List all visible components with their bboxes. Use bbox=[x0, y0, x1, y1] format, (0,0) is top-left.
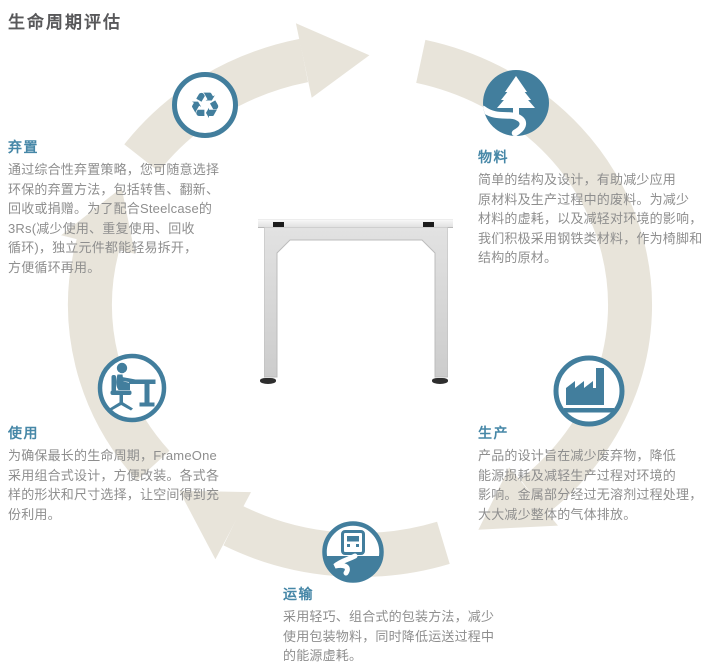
product-image bbox=[256, 217, 456, 389]
stage-heading-use: 使用 bbox=[8, 425, 39, 441]
stage-use: 使用 为确保最长的生命周期，FrameOne 采用组合式设计，方便改装。各式各 … bbox=[8, 423, 254, 524]
stage-body-use: 为确保最长的生命周期，FrameOne 采用组合式设计，方便改装。各式各 样的形… bbox=[8, 448, 220, 522]
stage-heading-production: 生产 bbox=[478, 425, 509, 441]
stage-body-production: 产品的设计旨在减少废弃物，降低 能源损耗及减轻生产过程对环境的 影响。金属部分经… bbox=[478, 448, 703, 522]
person-desk-icon bbox=[97, 353, 167, 423]
stage-body-disposal: 通过综合性弃置策略，您可随意选择 环保的弃置方法，包括转售、翻新、 回收或捐赠。… bbox=[8, 162, 220, 275]
table-clip bbox=[273, 222, 284, 227]
table-foot bbox=[260, 378, 276, 384]
stage-heading-materials: 物料 bbox=[478, 149, 509, 165]
stage-production: 生产 产品的设计旨在减少废弃物，降低 能源损耗及减轻生产过程对环境的 影响。金属… bbox=[478, 423, 720, 524]
tree-icon bbox=[482, 69, 550, 137]
truck-icon bbox=[322, 521, 384, 583]
recycle-icon: ♻ bbox=[172, 72, 238, 138]
stage-heading-disposal: 弃置 bbox=[8, 139, 39, 155]
stage-body-materials: 简单的结构及设计，有助减少应用 原材料及生产过程中的废料。为减少 材料的虚耗，以… bbox=[478, 172, 703, 265]
table-frame bbox=[264, 227, 448, 378]
svg-text:♻: ♻ bbox=[189, 86, 221, 127]
stage-heading-transport: 运输 bbox=[283, 586, 314, 602]
stage-materials: 物料 简单的结构及设计，有助减少应用 原材料及生产过程中的废料。为减少 材料的虚… bbox=[478, 147, 720, 268]
table-foot bbox=[432, 378, 448, 384]
table-clip bbox=[423, 222, 434, 227]
stage-disposal: 弃置 通过综合性弃置策略，您可随意选择 环保的弃置方法，包括转售、翻新、 回收或… bbox=[8, 137, 254, 277]
page-title: 生命周期评估 bbox=[8, 13, 122, 32]
arrow-heads bbox=[61, 23, 558, 560]
stage-transport: 运输 采用轻巧、组合式的包装方法，减少 使用包装物料，同时降低运送过程中 的能源… bbox=[283, 584, 545, 666]
factory-icon bbox=[553, 355, 625, 427]
